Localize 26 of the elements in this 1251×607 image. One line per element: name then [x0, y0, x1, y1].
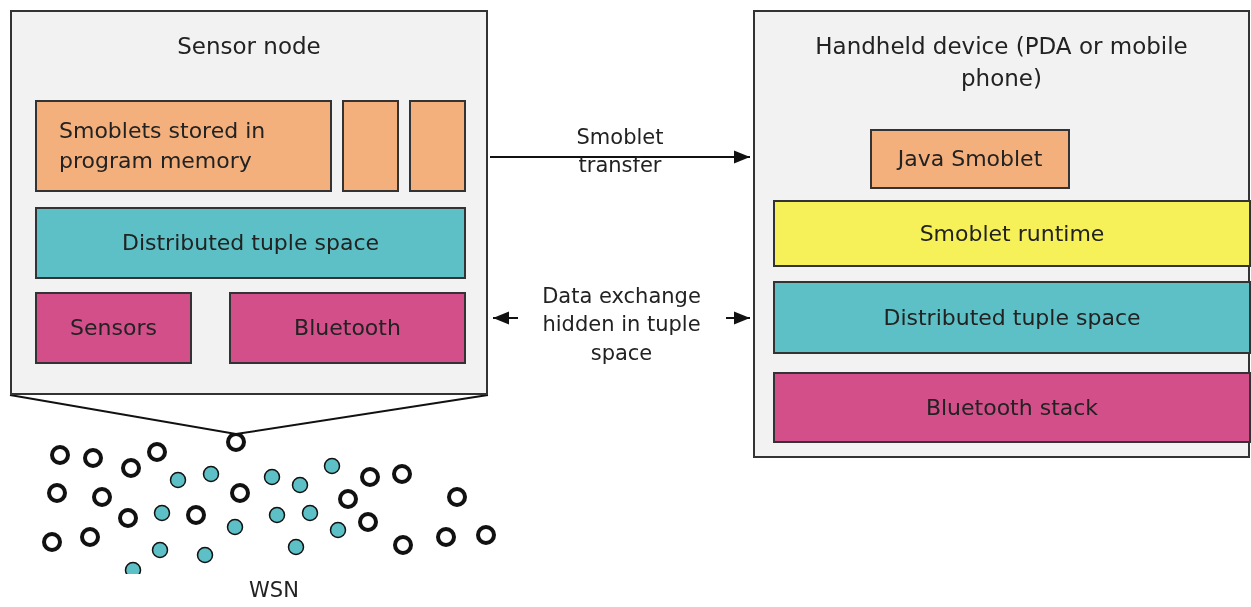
panel-title: Sensor node	[176, 32, 322, 61]
block-label: Distributed tuple space	[883, 303, 1141, 332]
zoom-line	[9, 394, 489, 435]
block-label: Smoblets stored in program memory	[59, 117, 267, 175]
block-label: Sensors	[70, 314, 157, 343]
handheld-device-panel	[753, 10, 1250, 458]
block-label: Distributed tuple space	[121, 229, 379, 258]
network-caption: WSN	[248, 577, 300, 604]
panel-title: Handheld device (PDA or mobile phone)	[814, 32, 1189, 94]
block-label: Java Smoblet	[897, 145, 1043, 174]
sensor-node-panel	[10, 10, 488, 395]
tuple-space-layer	[35, 207, 466, 279]
block-label: Smoblet runtime	[919, 219, 1105, 248]
block-label: Bluetooth	[294, 314, 401, 343]
runtime-layer	[773, 200, 1251, 267]
memory-block	[35, 100, 332, 192]
smoblet-block	[870, 129, 1070, 189]
block-label: Bluetooth stack	[925, 393, 1099, 422]
memory-block	[342, 100, 399, 192]
sensors-block	[35, 292, 192, 364]
memory-block	[409, 100, 466, 192]
arrow	[489, 150, 751, 164]
edge-label: Smoblet transfer	[575, 124, 665, 180]
bluetooth-stack-layer	[773, 372, 1251, 443]
tuple-space-layer	[773, 281, 1251, 354]
bluetooth-block	[229, 292, 466, 364]
